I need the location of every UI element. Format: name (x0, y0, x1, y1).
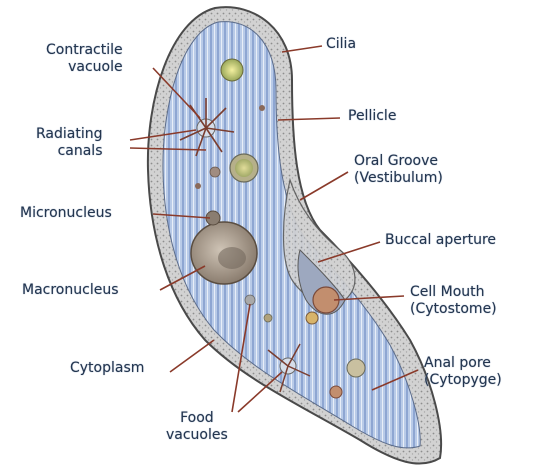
label-cytoplasm: Cytoplasm (70, 360, 145, 376)
contractile-vacuole-bottom (267, 343, 311, 393)
label-contractile-vacuole: Contractile vacuole (46, 42, 123, 75)
macronucleus-shape (190, 221, 258, 285)
label-pellicle: Pellicle (348, 108, 397, 124)
contractile-vacuole-top (220, 58, 244, 82)
label-buccal-aperture: Buccal aperture (385, 232, 497, 248)
label-cilia: Cilia (326, 36, 357, 52)
label-oral-groove: Oral Groove (Vestibulum) (354, 153, 443, 186)
food-vacuole-group (195, 105, 366, 399)
leader-lines (129, 45, 419, 413)
label-macronucleus: Macronucleus (22, 282, 119, 298)
label-anal-pore: Anal pore (Cytopyge) (424, 355, 502, 388)
radiating-canals (179, 98, 235, 157)
label-micronucleus: Micronucleus (20, 205, 112, 221)
label-cell-mouth: Cell Mouth (Cytostome) (410, 284, 497, 317)
label-radiating-canals: Radiating canals (36, 126, 103, 159)
label-food-vacuoles: Food vacuoles (166, 410, 228, 443)
